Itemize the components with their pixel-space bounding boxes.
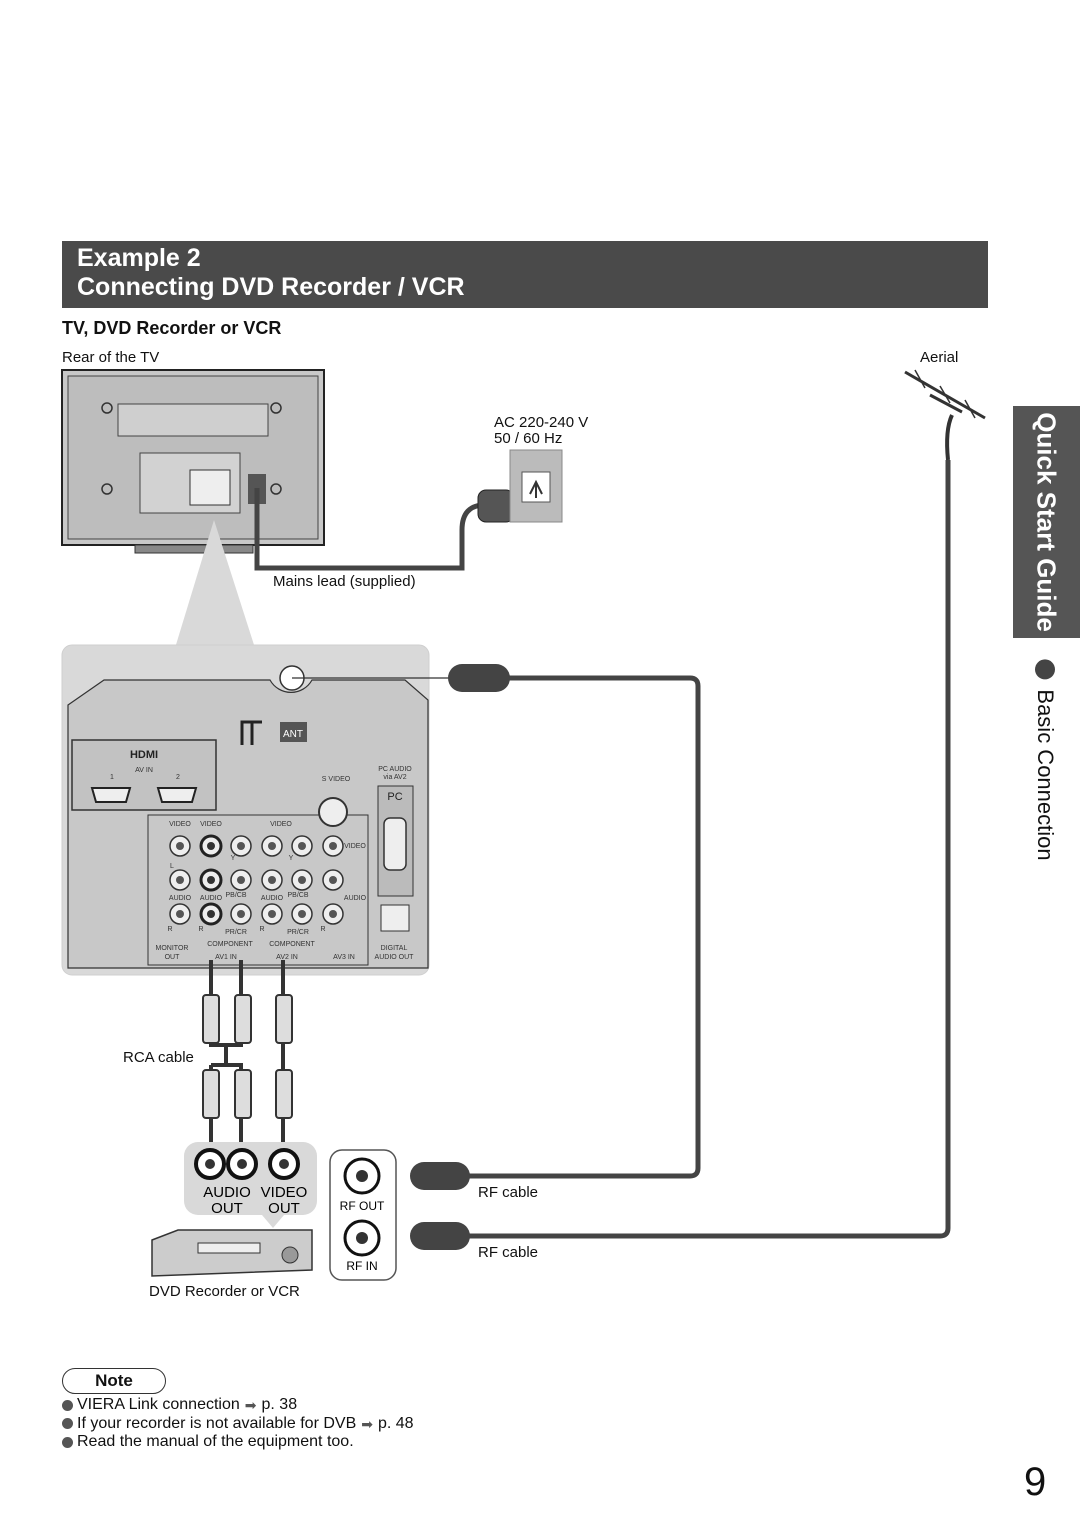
- note-item-text: VIERA Link connection: [77, 1396, 240, 1413]
- monitor-label: MONITOR: [156, 945, 189, 952]
- rf-in-label: RF IN: [346, 1259, 377, 1273]
- aerial-label: Aerial: [920, 349, 959, 366]
- audio-label-av3: AUDIO: [344, 895, 367, 902]
- ac-frequency-label: 50 / 60 Hz: [494, 430, 563, 447]
- r-label-av1: R: [198, 926, 203, 933]
- monitor-out-label: OUT: [165, 954, 181, 961]
- example-title: Example 2: [77, 244, 201, 272]
- av-in-label: AV IN: [135, 767, 153, 774]
- note-item: If your recorder is not available for DV…: [62, 1415, 414, 1434]
- rear-tv-label: Rear of the TV: [62, 349, 160, 366]
- pr-label-av2: PR/CR: [287, 929, 309, 936]
- r-label-mon: R: [167, 926, 172, 933]
- side-tab: Quick Start Guide: [1013, 406, 1080, 638]
- ac-voltage-label: AC 220-240 V: [494, 414, 589, 431]
- video-out-label-2: OUT: [268, 1200, 300, 1217]
- subheading: TV, DVD Recorder or VCR: [62, 318, 282, 338]
- component-label-av2: COMPONENT: [269, 941, 315, 948]
- bullet-icon: [62, 1399, 73, 1411]
- pb-label-av1: PB/CB: [225, 892, 246, 899]
- note-item: Read the manual of the equipment too.: [62, 1433, 414, 1452]
- av3-in-label: AV3 IN: [333, 954, 355, 961]
- audio-label-av2: AUDIO: [261, 895, 284, 902]
- r-label-av3: R: [320, 926, 325, 933]
- note-item-text: If your recorder is not available for DV…: [77, 1414, 357, 1432]
- video-label-mon: VIDEO: [169, 821, 191, 828]
- connector-panel: ANT HDMI AV IN 1 2 VIDEO VIDEO VIDEO VID…: [61, 644, 430, 976]
- digital-label: DIGITAL: [381, 945, 408, 952]
- arrow-right-icon: ➡: [244, 1397, 257, 1413]
- audio-label-av1: AUDIO: [200, 895, 223, 902]
- dvd-recorder-icon: [151, 1229, 313, 1277]
- ant-label: ANT: [283, 729, 303, 740]
- component-label-av1: COMPONENT: [207, 941, 253, 948]
- bullet-icon: [62, 1436, 73, 1448]
- note-badge: Note: [62, 1368, 166, 1394]
- audio-out-label-2: OUT: [211, 1200, 243, 1217]
- pr-label-av1: PR/CR: [225, 929, 247, 936]
- y-label-av1: Y: [231, 855, 236, 862]
- note-item: VIERA Link connection ➡ p. 38: [62, 1396, 414, 1415]
- pc-label: PC: [387, 791, 402, 803]
- rca-cable-label: RCA cable: [123, 1049, 194, 1066]
- side-subtitle-text: Basic Connection: [1033, 689, 1058, 861]
- mains-lead-label: Mains lead (supplied): [273, 573, 416, 590]
- plug-icon: [477, 489, 515, 523]
- r-label-av2: R: [259, 926, 264, 933]
- bullet-icon: [1035, 659, 1055, 680]
- aerial-icon: [904, 369, 986, 461]
- l-label-mon: L: [170, 863, 174, 870]
- video-label-av2: VIDEO: [270, 821, 292, 828]
- recorder-label: DVD Recorder or VCR: [149, 1283, 300, 1300]
- rca-plug-icon: [202, 960, 293, 1150]
- side-tab-title: Quick Start Guide: [1031, 412, 1062, 632]
- wall-socket-icon: [509, 449, 563, 523]
- s-video-label: S VIDEO: [322, 776, 351, 783]
- rf-out-label: RF OUT: [340, 1199, 385, 1213]
- y-label-av2: Y: [289, 855, 294, 862]
- video-out-label: VIDEO: [261, 1184, 308, 1201]
- audio-out-label: AUDIO: [203, 1184, 251, 1201]
- arrow-right-icon: ➡: [361, 1415, 373, 1432]
- note-item-ref: p. 38: [261, 1396, 298, 1413]
- pb-label-av2: PB/CB: [287, 892, 308, 899]
- video-label-av3: VIDEO: [344, 843, 366, 850]
- pc-audio-via-label: via AV2: [383, 774, 406, 781]
- rf-cable-label-2: RF cable: [478, 1244, 539, 1261]
- rf-cable-label-1: RF cable: [478, 1184, 539, 1201]
- tv-rear-icon: [61, 369, 325, 554]
- digital-audio-out-label: AUDIO OUT: [375, 954, 415, 961]
- note-item-text: Read the manual of the equipment too.: [77, 1433, 354, 1450]
- av1-in-label: AV1 IN: [215, 954, 237, 961]
- coax-connector-icon: [410, 664, 510, 1250]
- bullet-icon: [62, 1418, 73, 1430]
- hdmi-2-label: 2: [176, 774, 180, 781]
- hdmi-label: HDMI: [130, 749, 158, 761]
- pc-audio-label: PC AUDIO: [378, 766, 412, 773]
- note-list: VIERA Link connection ➡ p. 38 If your re…: [62, 1396, 414, 1452]
- hdmi-1-label: 1: [110, 774, 114, 781]
- av2-in-label: AV2 IN: [276, 954, 298, 961]
- section-title: Connecting DVD Recorder / VCR: [77, 273, 465, 301]
- section-banner: Example 2 Connecting DVD Recorder / VCR: [62, 241, 988, 308]
- side-subtitle: Basic Connection: [1032, 659, 1058, 861]
- video-label-av1: VIDEO: [200, 821, 222, 828]
- note-item-ref: p. 48: [377, 1414, 414, 1432]
- page-number: 9: [1024, 1460, 1047, 1504]
- audio-label-mon: AUDIO: [169, 895, 192, 902]
